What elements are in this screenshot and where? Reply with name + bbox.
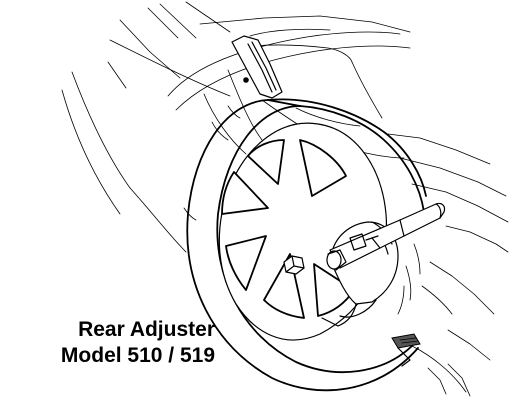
axle-nut: [283, 255, 305, 275]
wheel-spoke-openings: [221, 139, 355, 319]
handle-slot-bracket: [231, 35, 283, 99]
caption-model: Model 510 / 519: [60, 344, 215, 367]
adjuster-lever: [326, 202, 446, 271]
adjuster-pointer-tab: [391, 333, 421, 367]
caption-title: Rear Adjuster: [78, 318, 215, 341]
tire-detail-lines: [397, 243, 421, 315]
wheel-tire: [186, 98, 427, 392]
